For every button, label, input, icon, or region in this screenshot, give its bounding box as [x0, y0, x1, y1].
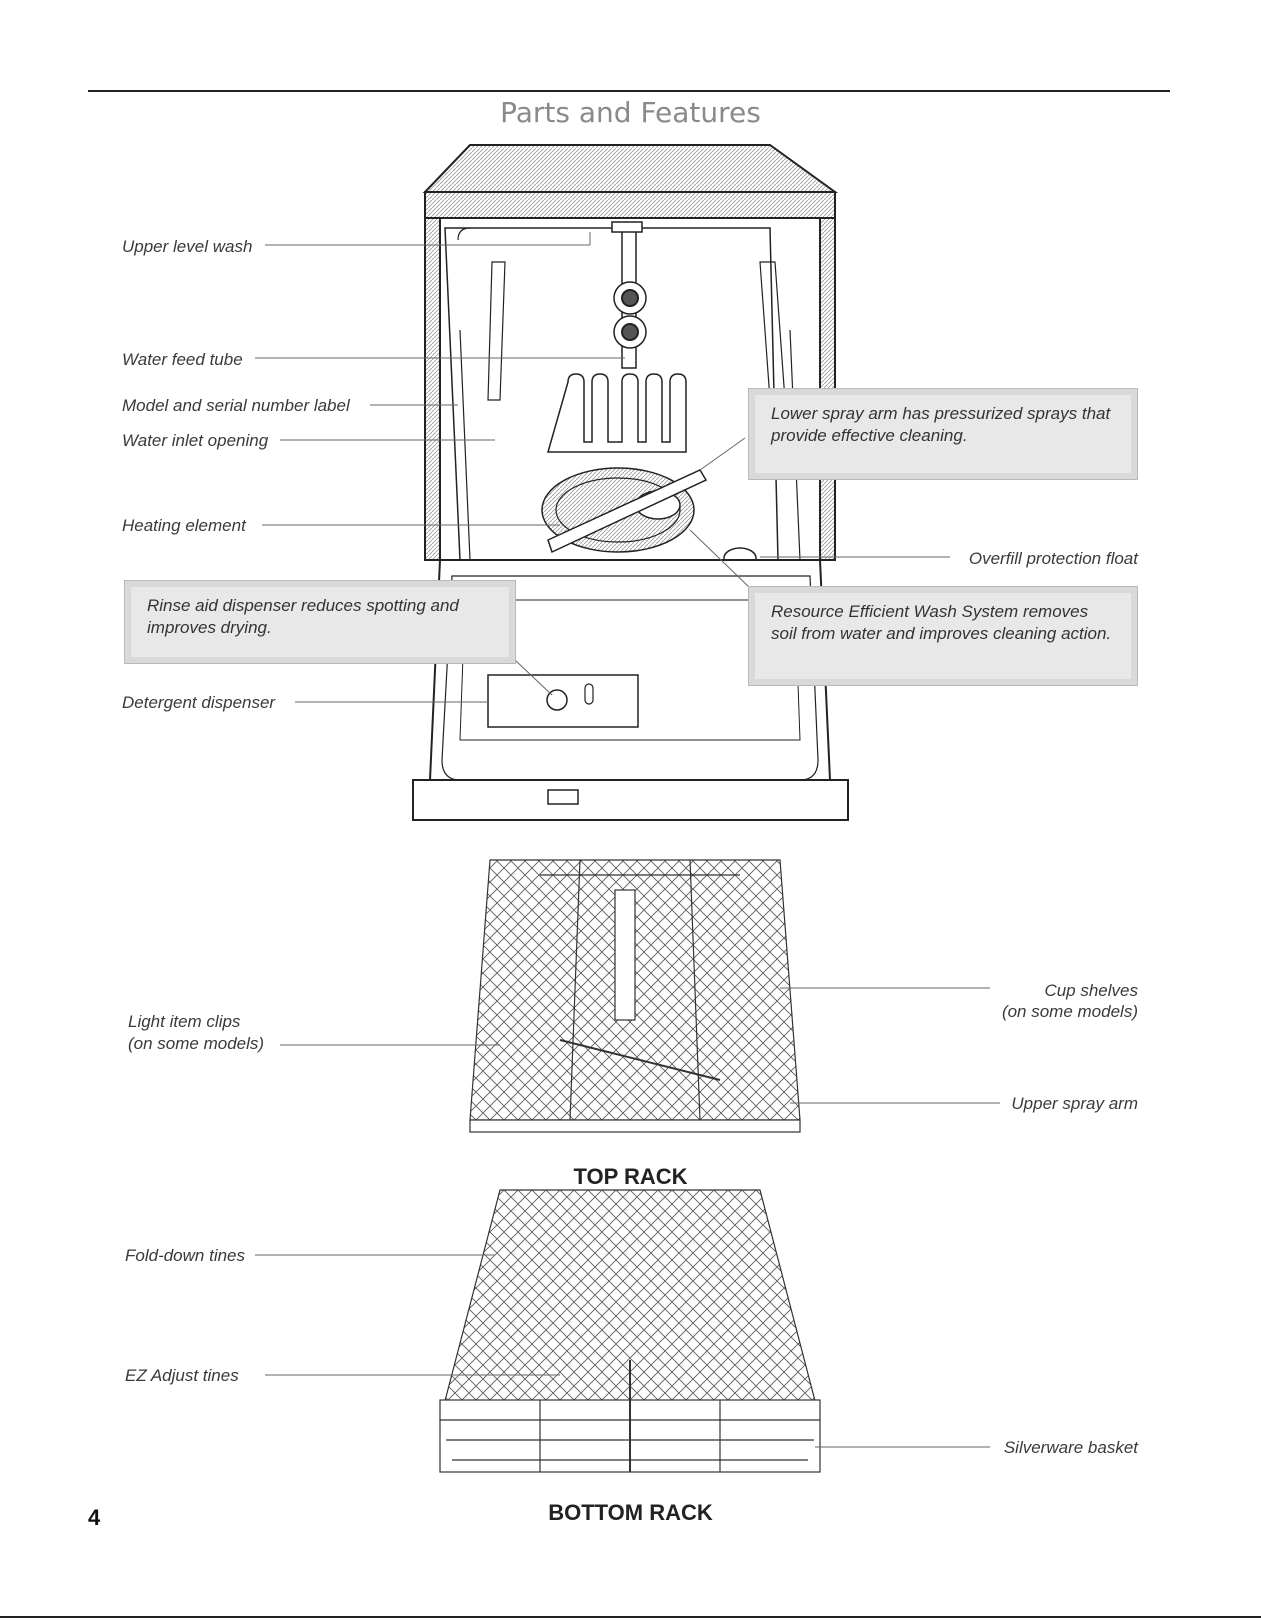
label-silverware-basket: Silverware basket [1003, 1438, 1138, 1457]
bottom-rack-title: BOTTOM RACK [548, 1500, 713, 1525]
label-water-feed-tube: Water feed tube [122, 350, 243, 369]
top-rack-title: TOP RACK [573, 1164, 688, 1189]
dishwasher-body [412, 144, 849, 821]
label-cup-shelves-note: (on some models) [1001, 1002, 1138, 1021]
label-heating-element: Heating element [122, 516, 246, 535]
label-light-item-clips: Light item clips [128, 1012, 241, 1031]
label-light-item-clips-note: (on some models) [128, 1034, 265, 1053]
label-detergent-dispenser: Detergent dispenser [122, 693, 276, 712]
callout-resource-efficient: Resource Efficient Wash System removes s… [748, 586, 1138, 686]
callout-rinse-aid: Rinse aid dispenser reduces spotting and… [124, 580, 516, 664]
label-fold-down-tines: Fold-down tines [125, 1246, 246, 1265]
top-rack-illustration [469, 859, 801, 1133]
leader-lines [255, 232, 1000, 1448]
top-rule [88, 90, 1170, 92]
label-cup-shelves: Cup shelves [1044, 981, 1138, 1000]
label-overfill-float: Overfill protection float [968, 549, 1138, 568]
callout-lower-spray-arm: Lower spray arm has pressurized sprays t… [748, 388, 1138, 480]
bottom-rule [0, 1616, 1261, 1618]
page-number: 4 [88, 1505, 101, 1530]
label-model-serial: Model and serial number label [122, 396, 350, 415]
label-ez-adjust-tines: EZ Adjust tines [125, 1366, 239, 1385]
bottom-rack-illustration [439, 1189, 821, 1473]
label-upper-spray-arm: Upper spray arm [1011, 1094, 1138, 1113]
page-title: Parts and Features [500, 96, 761, 129]
label-water-inlet: Water inlet opening [122, 431, 269, 450]
label-upper-level-wash: Upper level wash [122, 237, 253, 256]
